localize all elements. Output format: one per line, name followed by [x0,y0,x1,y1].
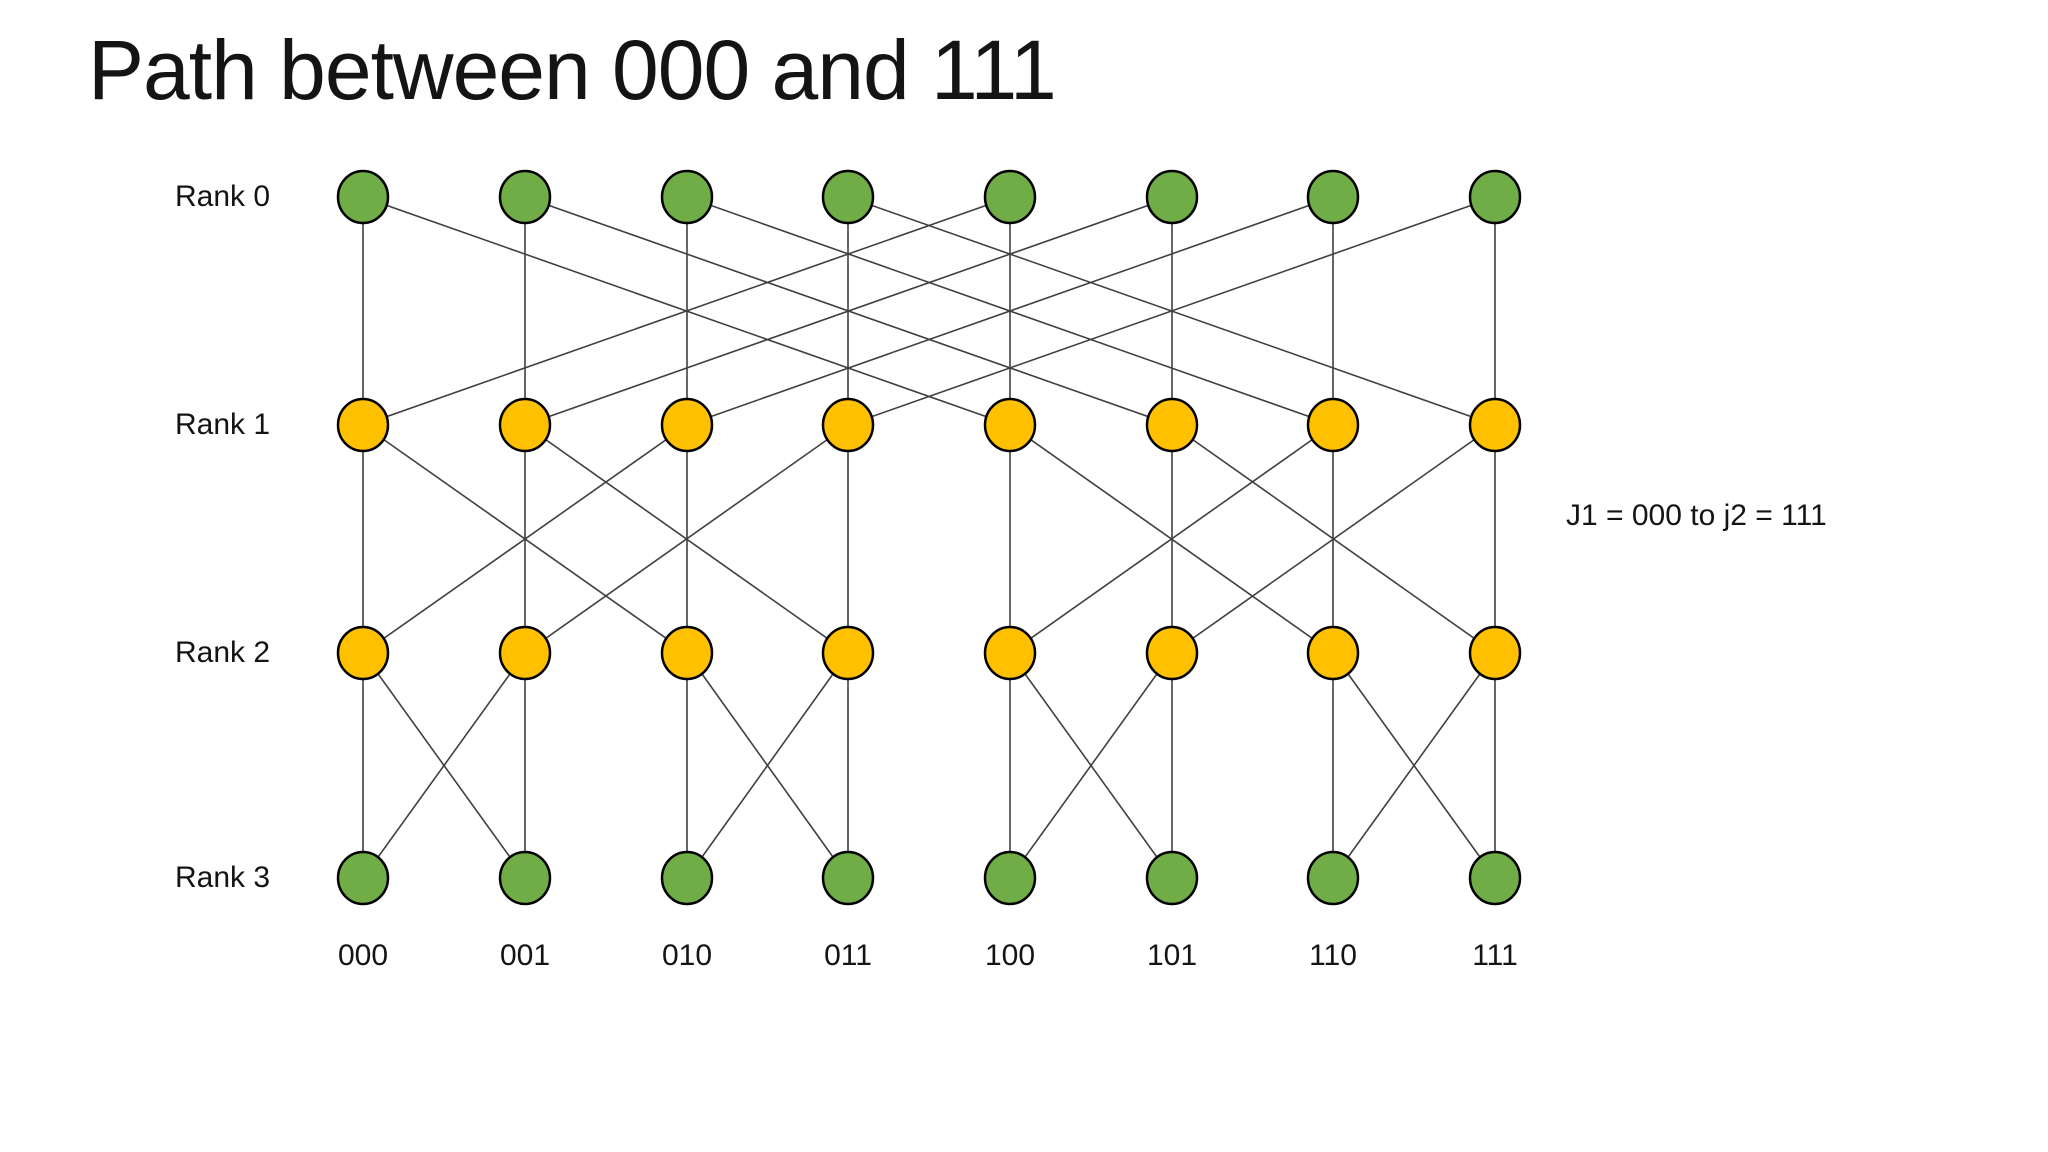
edge-r0n6-r1n2 [686,196,1334,426]
node-rank2-col6 [1306,625,1360,681]
edge-r0n5-r1n1 [524,196,1173,426]
page-title: Path between 000 and 111 [88,23,1057,117]
node-rank0-col2 [660,169,714,225]
rank-label-3: Rank 3 [175,861,271,894]
edge-r1n3-r2n1 [524,424,849,654]
node-rank3-col0 [336,850,390,906]
node-rank2-col2 [660,625,714,681]
node-rank0-col3 [821,169,875,225]
node-rank3-col4 [983,850,1037,906]
node-rank2-col3 [821,625,875,681]
node-rank0-col6 [1306,169,1360,225]
node-rank1-col5 [1145,397,1199,453]
node-rank3-col6 [1306,850,1360,906]
edge-r2n5-r3n4 [1009,652,1173,879]
edge-r0n4-r1n0 [362,196,1011,426]
path-annotation: J1 = 000 to j2 = 111 [1566,499,1827,532]
node-rank2-col5 [1145,625,1199,681]
edge-r2n3-r3n2 [686,652,849,879]
node-rank1-col6 [1306,397,1360,453]
node-rank1-col2 [660,397,714,453]
edge-r1n6-r2n4 [1009,424,1334,654]
node-rank1-col1 [498,397,552,453]
column-label-010: 010 [661,939,713,972]
edge-r1n2-r2n0 [362,424,688,654]
node-rank3-col3 [821,850,875,906]
column-label-110: 110 [1309,939,1357,972]
column-label-111: 111 [1472,939,1518,972]
column-label-000: 000 [337,939,389,972]
node-rank2-col0 [336,625,390,681]
node-rank1-col3 [821,397,875,453]
edge-r2n7-r3n6 [1332,652,1496,879]
edge-r1n7-r2n5 [1171,424,1496,654]
node-rank0-col7 [1468,169,1522,225]
column-label-011: 011 [824,939,872,972]
node-rank0-col5 [1145,169,1199,225]
node-rank3-col1 [498,850,552,906]
node-rank2-col7 [1468,625,1522,681]
column-label-100: 100 [984,939,1036,972]
edge-r2n1-r3n0 [362,652,526,879]
rank-label-1: Rank 1 [175,408,271,441]
node-rank3-col7 [1468,850,1522,906]
column-label-101: 101 [1146,939,1198,972]
node-rank0-col4 [983,169,1037,225]
rank-label-0: Rank 0 [175,180,271,213]
node-rank1-col0 [336,397,390,453]
node-rank0-col0 [336,169,390,225]
node-rank1-col7 [1468,397,1522,453]
node-rank3-col5 [1145,850,1199,906]
column-label-001: 001 [499,939,551,972]
node-rank1-col4 [983,397,1037,453]
node-rank2-col1 [498,625,552,681]
node-rank2-col4 [983,625,1037,681]
node-rank0-col1 [498,169,552,225]
edge-r0n7-r1n3 [847,196,1496,426]
node-rank3-col2 [660,850,714,906]
rank-label-2: Rank 2 [175,636,271,669]
